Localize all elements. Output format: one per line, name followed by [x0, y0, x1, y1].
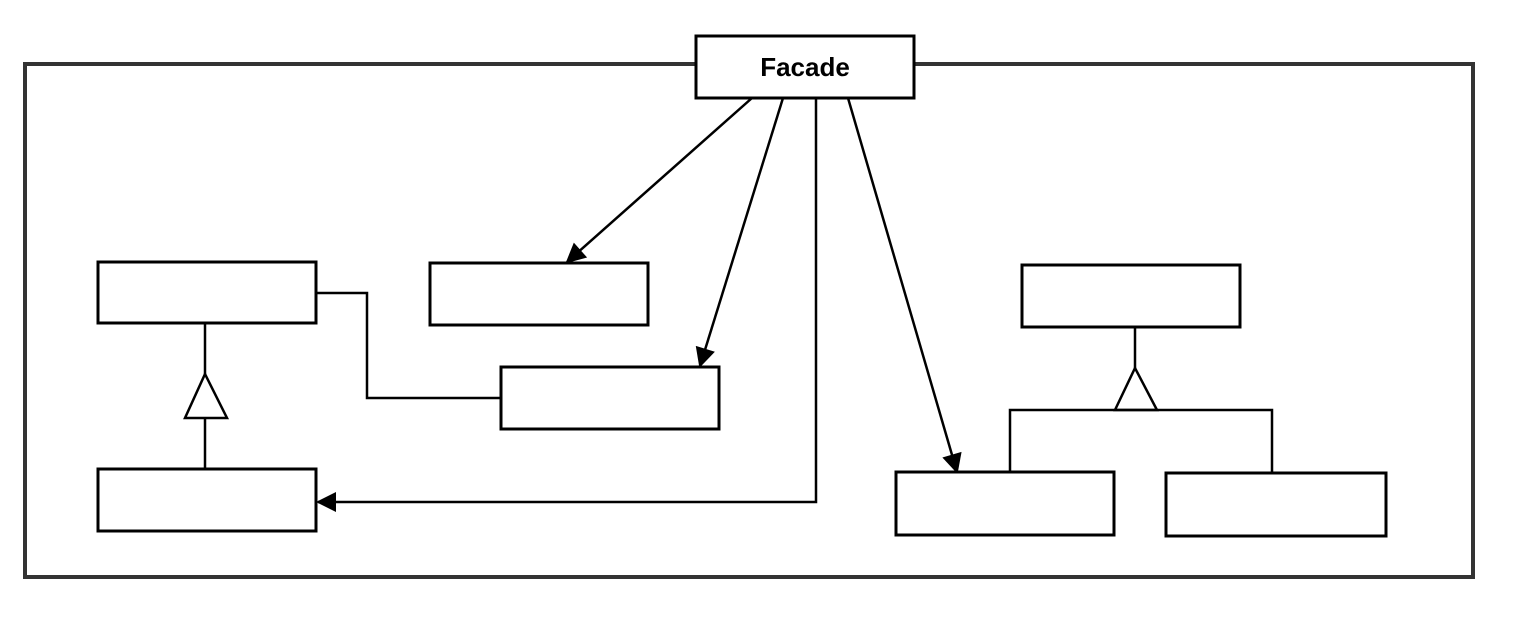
- subsystem-class-g: [1164, 471, 1388, 538]
- facade-to-class-c-arrow: [695, 97, 785, 368]
- facade-to-class-f-arrow: [846, 97, 962, 474]
- subsystem-class-d: [96, 467, 318, 533]
- inheritance-branch-line: [1008, 408, 1274, 473]
- class-a-to-class-c-line: [316, 291, 501, 400]
- facade-to-class-b-arrow: [565, 97, 753, 264]
- facade-to-class-d-arrow: [316, 98, 818, 512]
- subsystem-class-c: [499, 365, 721, 431]
- inheritance-triangle-icon: [183, 371, 230, 420]
- subsystem-class-e: [1020, 263, 1242, 329]
- subsystem-class-a: [96, 260, 318, 325]
- subsystem-class-b: [428, 261, 650, 327]
- facade-class: [694, 34, 916, 100]
- facade-label: Facade: [760, 52, 850, 82]
- subsystem-class-f: [894, 470, 1116, 537]
- inheritance-triangle-icon: [1113, 365, 1160, 412]
